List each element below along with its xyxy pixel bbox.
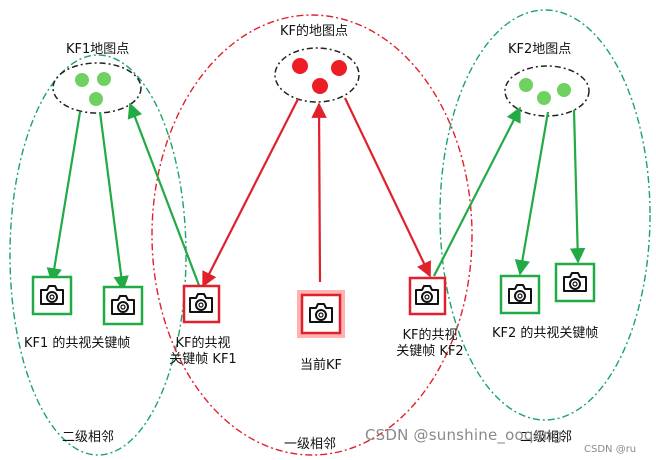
map-point (537, 91, 551, 105)
kf2-covis-label: KF2 的共视关键帧 (492, 326, 599, 341)
arrow-kf-points-to-covis-kf1 (202, 98, 299, 288)
arrow-kf1-points-to-covis-2 (98, 111, 129, 292)
kf-covis-kf2-label-line1: KF的共视 (402, 328, 458, 343)
kf-map-points-label: KF的地图点 (280, 24, 349, 39)
first-level-region (151, 14, 473, 456)
kf-covis-kf1-label-line2: 关键帧 KF1 (169, 352, 237, 367)
kf2-map-points-cluster (504, 65, 590, 117)
kf2-covis-keyframe-1 (499, 274, 541, 315)
kf2-map-points-label: KF2地图点 (508, 42, 572, 57)
kf1-map-points-cluster (52, 62, 142, 114)
second-level-left-region (9, 54, 187, 456)
kf-covis-keyframe-kf1 (182, 284, 221, 324)
kf-covis-kf1-label-line1: KF的共视 (175, 336, 231, 351)
kf-covis-kf2-label-line2: 关键帧 KF2 (396, 344, 464, 359)
watermark: CSDN @sunshine_ooqang (365, 426, 563, 444)
arrow-covis-kf2-to-kf2-points (433, 106, 521, 277)
kf-covis-kf2-label: KF的共视 关键帧 KF2 (388, 328, 472, 360)
arrow-kf-points-to-covis-kf2 (344, 97, 431, 278)
watermark-small: CSDN @ru (584, 444, 637, 455)
second-level-right-region (439, 9, 651, 421)
arrow-kf2-points-to-covis-2 (569, 109, 586, 264)
map-point (331, 60, 347, 76)
map-point (519, 78, 533, 92)
map-point (292, 58, 308, 74)
first-level-label: 一级相邻 (284, 437, 337, 452)
second-level-right-label: 二级相邻 (520, 430, 573, 445)
kf-covis-kf1-label: KF的共视 关键帧 KF1 (163, 336, 243, 368)
arrow-covis-kf1-to-kf1-points (127, 102, 202, 289)
map-point (75, 73, 89, 87)
arrow-current-kf-to-kf-points (311, 102, 327, 283)
kf1-covis-label: KF1 的共视关键帧 (24, 336, 131, 351)
kf2-covis-keyframe-2 (554, 262, 596, 303)
kf1-covis-keyframe-1 (31, 275, 73, 316)
kf-map-points-cluster (274, 47, 360, 103)
second-level-left-label: 二级相邻 (62, 430, 115, 445)
arrow-kf1-points-to-covis-1 (46, 111, 82, 284)
arrow-kf2-points-to-covis-1 (514, 111, 550, 276)
map-point (97, 72, 111, 86)
map-point (557, 83, 571, 97)
current-kf-label: 当前KF (300, 358, 343, 373)
kf-covis-keyframe-kf2 (408, 276, 447, 316)
map-point (89, 92, 103, 106)
kf1-covis-keyframe-2 (102, 285, 144, 326)
map-point (312, 78, 328, 94)
current-keyframe (297, 290, 345, 338)
kf1-map-points-label: KF1地图点 (66, 42, 130, 57)
